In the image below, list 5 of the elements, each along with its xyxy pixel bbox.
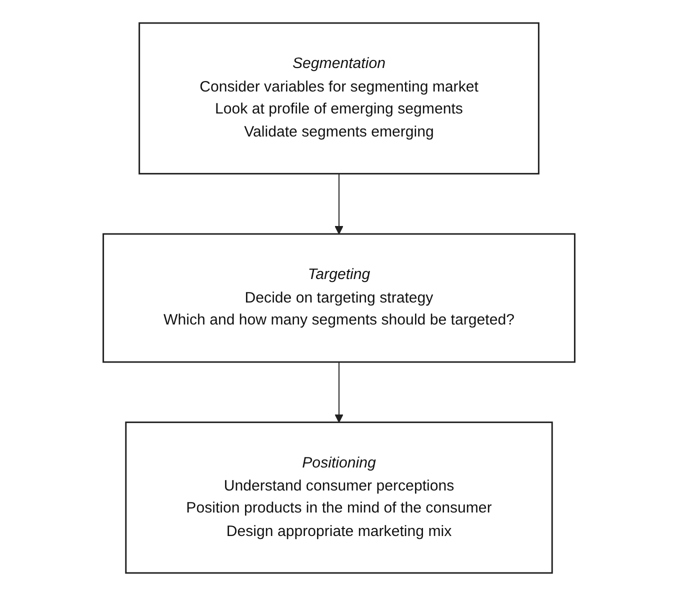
- arrow: [334, 362, 344, 423]
- node-box: Targeting Decide on targeting strategy Which and how many segments should be targeted?: [102, 233, 576, 363]
- node-box: Positioning Understand consumer perceptions Position products in the mind of the consumer Design appropriate marketing mix: [125, 422, 553, 574]
- arrow: [334, 174, 344, 234]
- node-box: Segmentation Consider variables for segmenting market Look at profile of emerging segments Validate segments emerging: [138, 22, 540, 174]
